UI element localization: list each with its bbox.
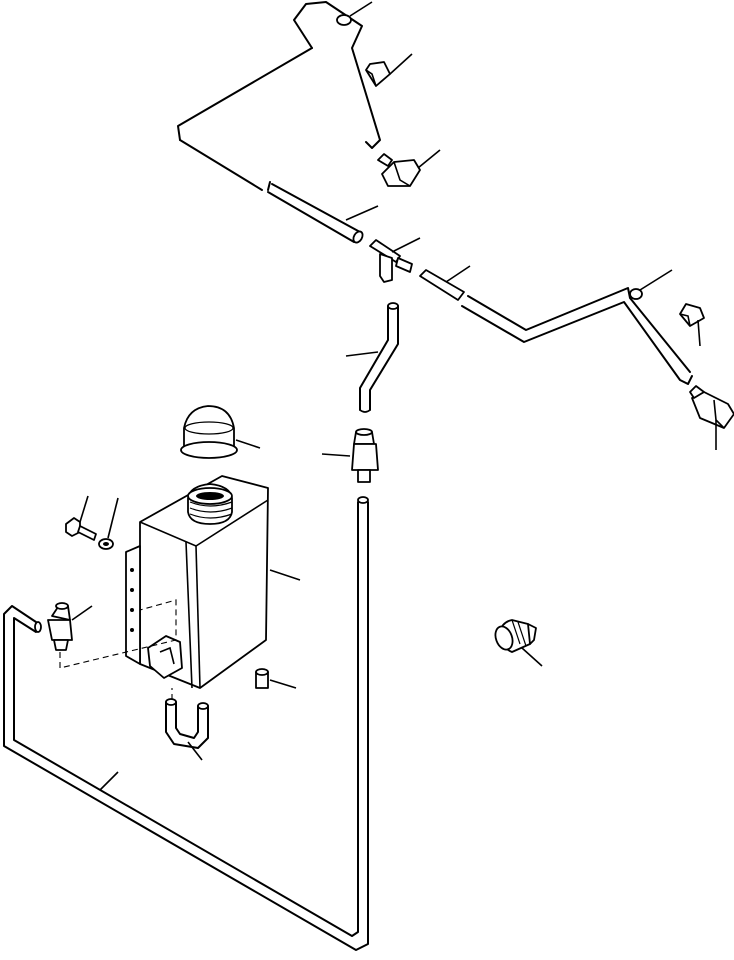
washer-nozzle-upper bbox=[377, 149, 441, 187]
pump-valve bbox=[47, 599, 177, 669]
hose-u-bend bbox=[165, 688, 209, 761]
nozzle-cap-right bbox=[679, 303, 705, 347]
hose-clamp-right bbox=[629, 269, 673, 300]
check-valve bbox=[321, 428, 379, 483]
hose-clamp bbox=[336, 1, 373, 26]
tee-joint bbox=[369, 237, 421, 283]
hose-vertical-short bbox=[345, 302, 399, 413]
washer-nozzle-right bbox=[689, 385, 734, 450]
drain-plug bbox=[255, 668, 297, 689]
hose-long-lower bbox=[3, 496, 369, 951]
hose-upper-left bbox=[177, 1, 381, 191]
hose-upper-right bbox=[419, 265, 693, 385]
washer bbox=[98, 497, 119, 550]
hose-segment-left bbox=[267, 183, 379, 244]
bolt bbox=[65, 495, 97, 541]
washer-motor bbox=[494, 619, 543, 667]
washer-tank bbox=[125, 475, 301, 689]
tank-cap bbox=[180, 405, 261, 459]
nozzle-cap bbox=[365, 53, 413, 87]
